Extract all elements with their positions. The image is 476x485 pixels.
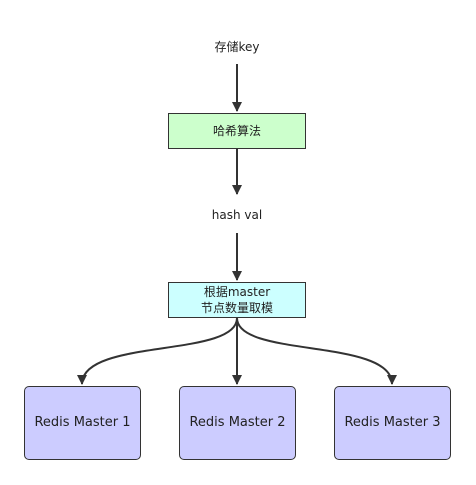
redis-master-2-label: Redis Master 2 <box>189 415 286 430</box>
arrow-mod-to-master-3 <box>236 317 397 385</box>
redis-master-3-node: Redis Master 3 <box>334 386 451 460</box>
redis-master-3-label: Redis Master 3 <box>344 415 441 430</box>
modulo-line-2: 节点数量取模 <box>200 301 273 315</box>
redis-master-1-node: Redis Master 1 <box>24 386 141 460</box>
hash-algorithm-node: 哈希算法 <box>168 113 306 149</box>
redis-master-1-label: Redis Master 1 <box>34 415 131 430</box>
modulo-node: 根据master 节点数量取模 <box>168 282 306 318</box>
store-key-label: 存储key <box>214 40 260 54</box>
arrow-mod-to-master-1 <box>77 317 238 385</box>
hash-algorithm-label: 哈希算法 <box>212 124 261 138</box>
hash-val-label: hash val <box>211 208 263 222</box>
redis-master-2-node: Redis Master 2 <box>179 386 296 460</box>
modulo-line-1: 根据master <box>203 285 271 299</box>
